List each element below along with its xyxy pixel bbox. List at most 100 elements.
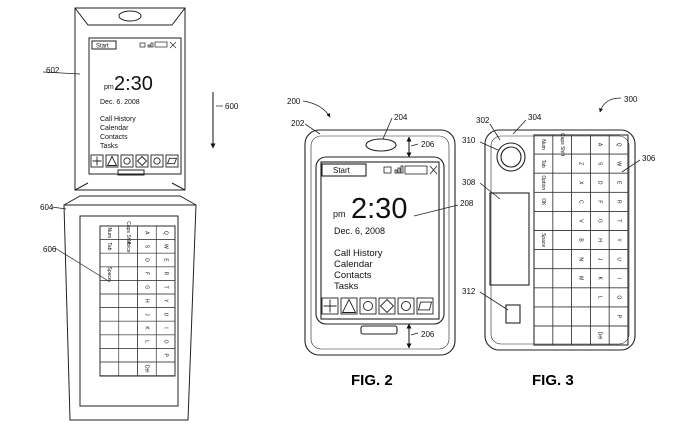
ref-606: 606 xyxy=(43,245,57,254)
fig1-start-button[interactable] xyxy=(91,40,117,50)
fig3-key[interactable] xyxy=(571,287,591,308)
fig1-key-label: K xyxy=(144,326,150,330)
fig1-device xyxy=(63,7,197,421)
fig1-date: Dec. 6. 2008 xyxy=(100,99,140,106)
fig1-key[interactable] xyxy=(99,252,120,268)
ref-306: 306 xyxy=(642,154,656,163)
fig1-key[interactable] xyxy=(99,307,120,322)
fig3-key[interactable] xyxy=(533,287,554,308)
fig1-key[interactable] xyxy=(118,307,138,322)
fig1-key[interactable] xyxy=(118,348,138,363)
fig2-menu-item[interactable]: Contacts xyxy=(334,270,372,281)
fig2-home-slot xyxy=(360,325,398,335)
fig3-key[interactable] xyxy=(571,134,591,155)
fig1-circle-icon[interactable] xyxy=(150,154,164,168)
fig1-key[interactable] xyxy=(99,280,120,295)
fig3-key-label: N xyxy=(578,257,584,261)
fig1-key[interactable] xyxy=(118,361,138,376)
fig1-parallelogram-icon[interactable] xyxy=(165,154,179,168)
fig1-key-label: J xyxy=(144,313,150,316)
fig3-key[interactable] xyxy=(552,325,572,346)
fig3-key[interactable] xyxy=(552,249,572,270)
fig3-key-label: G xyxy=(596,219,602,223)
fig3-key-label: Q xyxy=(615,143,621,147)
fig1-key[interactable] xyxy=(99,334,120,349)
fig1-key[interactable] xyxy=(99,320,120,336)
fig3-key[interactable] xyxy=(608,325,629,346)
fig1-key[interactable] xyxy=(118,293,138,308)
fig1-key-label: Tab xyxy=(106,242,112,250)
fig1-upper-bevel xyxy=(74,7,186,26)
fig1-screen xyxy=(88,37,182,175)
fig3-key-label: K xyxy=(596,277,602,281)
fig1-key[interactable] xyxy=(118,280,138,295)
fig1-menu-item[interactable]: Tasks xyxy=(100,143,118,150)
fig3-key-label: P xyxy=(615,315,621,319)
fig3-key[interactable] xyxy=(571,325,591,346)
fig2-diamond-icon[interactable] xyxy=(378,297,396,315)
leader-208 xyxy=(413,204,459,217)
fig2-parallelogram-icon[interactable] xyxy=(416,297,434,315)
fig3-key[interactable] xyxy=(552,211,572,231)
fig2-date: Dec. 6, 2008 xyxy=(334,226,385,236)
ref-200: 200 xyxy=(287,97,301,106)
fig3-key-label: F xyxy=(596,200,602,203)
fig1-key[interactable] xyxy=(137,348,157,363)
fig1-key[interactable] xyxy=(118,252,138,268)
fig3-key-label: OK xyxy=(540,198,546,206)
fig1-key[interactable] xyxy=(118,334,138,349)
fig3-key-label: J xyxy=(596,258,602,261)
fig3-key-label: Space xyxy=(540,233,546,247)
fig3-key[interactable] xyxy=(552,172,572,193)
fig3-key[interactable] xyxy=(552,306,572,327)
fig3-key[interactable] xyxy=(533,306,554,327)
fig3-key[interactable] xyxy=(533,249,554,270)
fig3-key[interactable] xyxy=(533,268,554,289)
fig3-key[interactable] xyxy=(590,306,610,327)
fig3-key-label: E xyxy=(615,181,621,185)
fig2-circle-icon[interactable] xyxy=(397,297,415,315)
ref-312: 312 xyxy=(462,287,476,296)
fig1-key[interactable] xyxy=(118,320,138,336)
fig3-key[interactable] xyxy=(533,325,554,346)
leader-306 xyxy=(621,159,641,173)
fig3-key[interactable] xyxy=(533,211,554,231)
fig3-key[interactable] xyxy=(552,268,572,289)
fig2-start-button[interactable] xyxy=(321,163,367,177)
fig3-key[interactable] xyxy=(552,191,572,212)
fig1-key[interactable] xyxy=(155,361,176,376)
fig2-triangle-icon[interactable] xyxy=(340,297,358,315)
fig3-key[interactable] xyxy=(552,153,572,174)
fig1-key-label: Voice xyxy=(125,240,131,252)
fig3-key-label: X xyxy=(578,181,584,185)
fig3-key-label: H xyxy=(596,238,602,242)
fig1-key-label: L xyxy=(144,340,150,343)
fig2-menu-item[interactable]: Calendar xyxy=(334,259,373,270)
fig3-key-label: Del xyxy=(596,332,602,340)
fig1-key[interactable] xyxy=(99,348,120,363)
fig1-key[interactable] xyxy=(118,266,138,281)
fig3-key[interactable] xyxy=(552,230,572,250)
fig1-menu-item[interactable]: Calendar xyxy=(100,125,129,132)
fig3-key[interactable] xyxy=(571,306,591,327)
fig1-circle-icon[interactable] xyxy=(120,154,134,168)
fig1-diamond-icon[interactable] xyxy=(135,154,149,168)
fig1-key[interactable] xyxy=(99,293,120,308)
fig3-key-label: Tab xyxy=(540,160,546,168)
fig1-key-label: R xyxy=(162,272,168,276)
fig1-key[interactable] xyxy=(99,361,120,376)
fig2-menu-item[interactable]: Tasks xyxy=(334,281,359,292)
fig3-display-strip xyxy=(489,192,530,286)
fig1-plus-icon[interactable] xyxy=(90,154,104,168)
fig3-key-label: U xyxy=(615,257,621,261)
fig1-menu-item[interactable]: Contacts xyxy=(100,134,128,141)
fig2-status-icons xyxy=(383,165,438,175)
fig1-menu-item[interactable]: Call History xyxy=(100,116,136,123)
fig2-menu-item[interactable]: Call History xyxy=(334,248,383,259)
fig1-triangle-icon[interactable] xyxy=(105,154,119,168)
fig2-plus-icon[interactable] xyxy=(321,297,339,315)
ref-304: 304 xyxy=(528,113,542,122)
fig2-circle-icon[interactable] xyxy=(359,297,377,315)
fig3-key[interactable] xyxy=(552,287,572,308)
fig1-key-label: W xyxy=(162,244,168,249)
